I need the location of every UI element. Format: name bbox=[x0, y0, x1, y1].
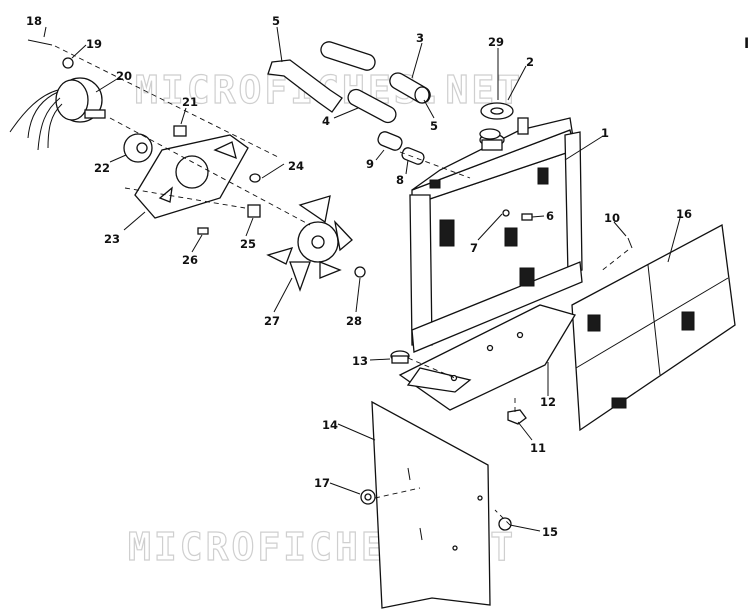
callout-22: 22 bbox=[94, 161, 110, 175]
callout-25: 25 bbox=[240, 237, 256, 251]
callout-2: 2 bbox=[526, 55, 534, 69]
hardware bbox=[360, 102, 633, 531]
alignment-lines bbox=[54, 45, 629, 526]
callout-7: 7 bbox=[470, 241, 478, 255]
callout-3: 3 bbox=[416, 31, 424, 45]
callout-21: 21 bbox=[182, 95, 198, 109]
callout-11: 11 bbox=[530, 441, 546, 455]
callout-14: 14 bbox=[322, 418, 338, 432]
callout-9: 9 bbox=[366, 157, 374, 171]
bolt-18 bbox=[27, 39, 53, 46]
callout-15: 15 bbox=[542, 525, 558, 539]
callout-18: 18 bbox=[26, 14, 42, 28]
fan-blade bbox=[266, 195, 353, 292]
radiator-screen bbox=[571, 223, 736, 432]
callout-19: 19 bbox=[86, 37, 102, 51]
callout-29: 29 bbox=[488, 35, 504, 49]
callout-23: 23 bbox=[104, 232, 120, 246]
callout-24: 24 bbox=[288, 159, 304, 173]
mounting-bracket bbox=[398, 304, 576, 411]
callout-5-top: 5 bbox=[272, 14, 280, 28]
callout-28: 28 bbox=[346, 314, 362, 328]
callout-6: 6 bbox=[546, 209, 554, 223]
hoses bbox=[267, 41, 431, 165]
fan-motor bbox=[9, 77, 106, 151]
callout-1: 1 bbox=[601, 126, 609, 140]
callout-8: 8 bbox=[396, 173, 404, 187]
callout-5-lower: 5 bbox=[430, 119, 438, 133]
callout-17: 17 bbox=[314, 476, 330, 490]
nut-24 bbox=[249, 173, 261, 183]
motor-plate bbox=[134, 134, 249, 219]
callout-10: 10 bbox=[604, 211, 620, 225]
callout-27: 27 bbox=[264, 314, 280, 328]
callout-12: 12 bbox=[540, 395, 556, 409]
callout-4: 4 bbox=[322, 114, 330, 128]
callout-20: 20 bbox=[116, 69, 132, 83]
side-panel bbox=[371, 400, 491, 609]
leader-lines bbox=[43, 26, 681, 532]
callout-16: 16 bbox=[676, 207, 692, 221]
spacer-25 bbox=[247, 204, 261, 218]
edge-mark: I bbox=[744, 36, 749, 52]
callout-26: 26 bbox=[182, 253, 198, 267]
washer-19 bbox=[62, 57, 74, 69]
nut-28 bbox=[354, 266, 366, 278]
spacer-21 bbox=[173, 125, 187, 137]
callout-13: 13 bbox=[352, 354, 368, 368]
screw-26 bbox=[197, 227, 209, 235]
